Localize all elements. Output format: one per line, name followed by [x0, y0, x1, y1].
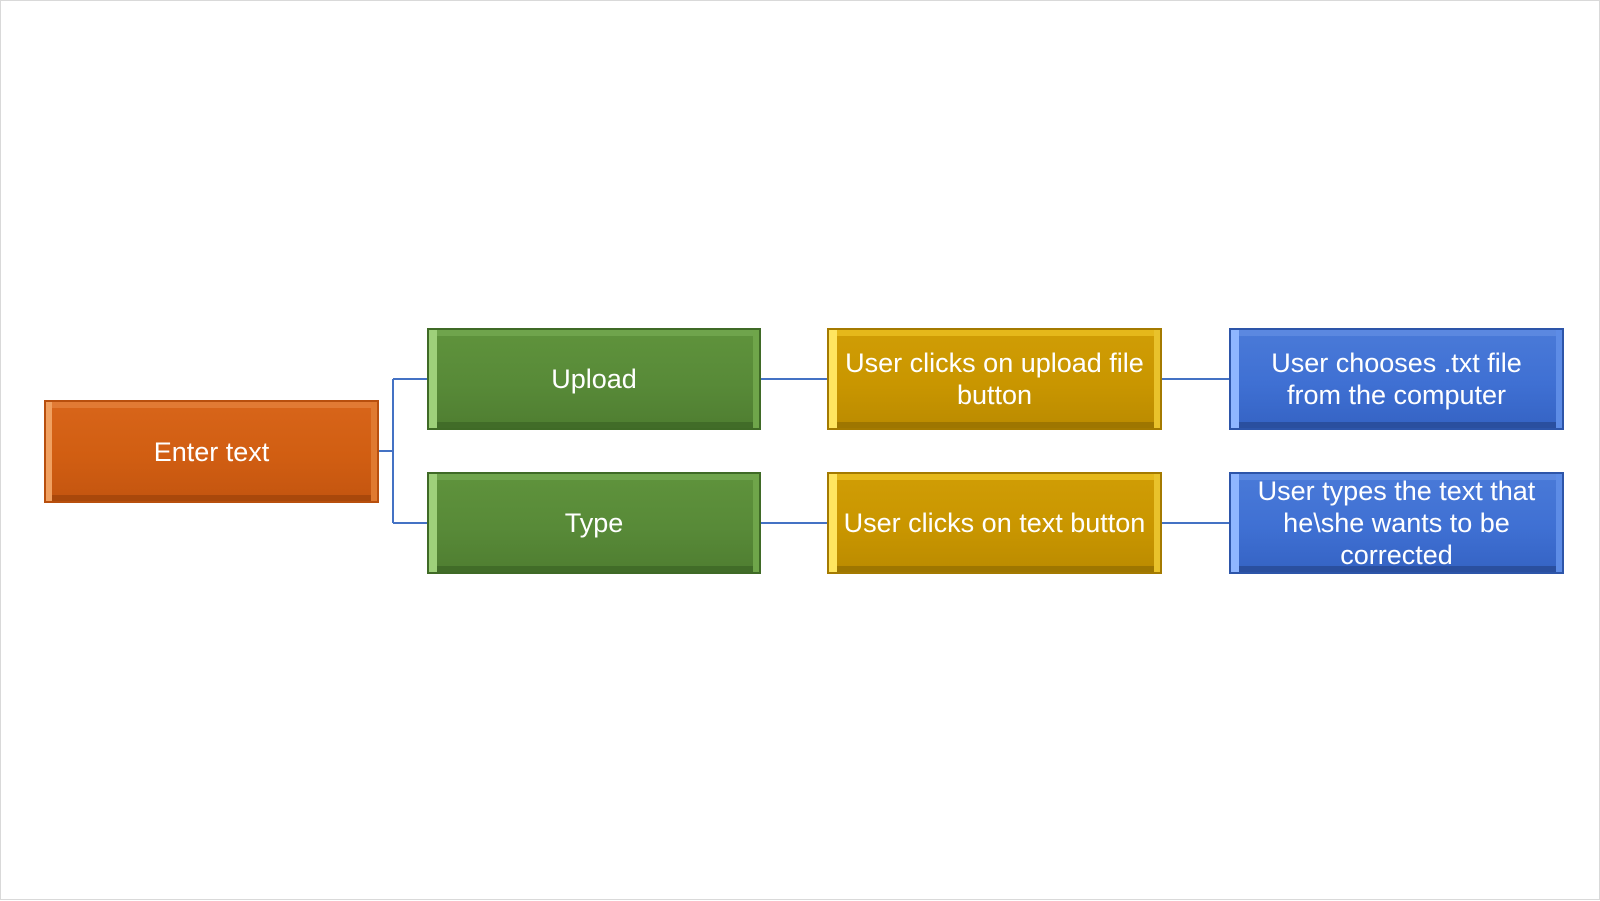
action-upload-label: User clicks on upload file button: [845, 348, 1144, 410]
result-type-label: User types the text that he\she wants to…: [1257, 476, 1536, 570]
action-node-text-click: User clicks on text button: [827, 472, 1162, 574]
branch-type-label: Type: [564, 508, 624, 538]
connector-root-to-branches: [371, 378, 427, 524]
action-type-label: User clicks on text button: [843, 508, 1146, 538]
branch-node-upload: Upload: [427, 328, 761, 430]
root-node-label: Enter text: [153, 436, 270, 467]
action-node-upload-click: User clicks on upload file button: [827, 328, 1162, 430]
result-upload-label: User chooses .txt file from the computer: [1271, 348, 1522, 410]
result-node-type-text: User types the text that he\she wants to…: [1229, 472, 1564, 574]
branch-node-type: Type: [427, 472, 761, 574]
result-node-choose-file: User chooses .txt file from the computer: [1229, 328, 1564, 430]
root-node-enter-text: Enter text: [44, 400, 379, 503]
branch-upload-label: Upload: [551, 364, 637, 394]
